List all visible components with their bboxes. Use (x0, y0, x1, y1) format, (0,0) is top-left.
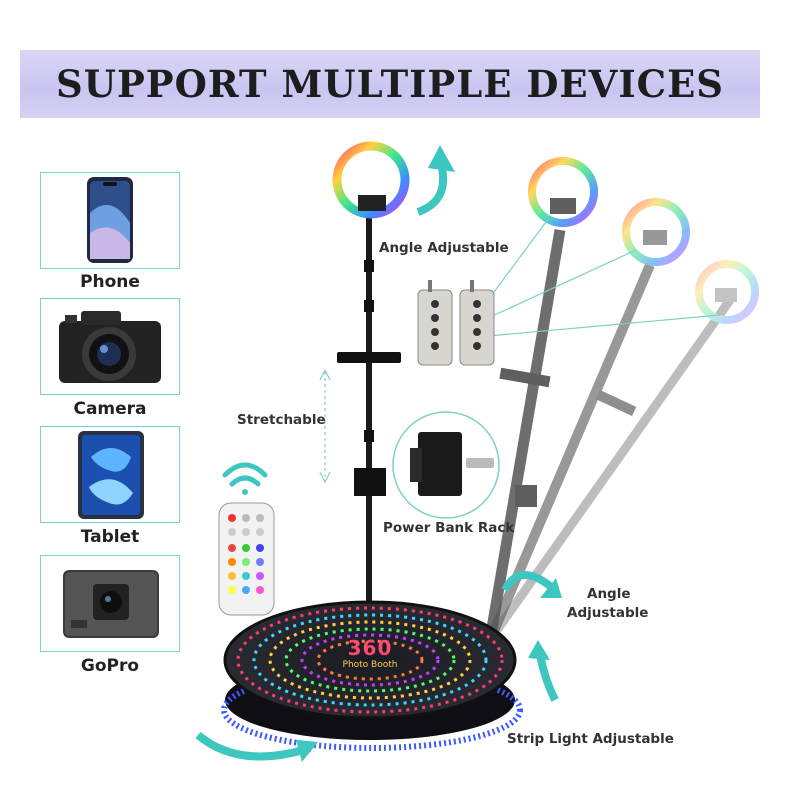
gopro-icon (63, 570, 159, 638)
tablet-card (40, 426, 180, 523)
angle-adjustable-bottom-label-line1: Angle (587, 586, 631, 602)
angle-adjustable-bottom-label-line2: Adjustable (567, 605, 649, 621)
platform-brand-text: Photo Booth (342, 660, 398, 670)
camera-card (40, 298, 180, 395)
strip-light-arrow-icon (536, 654, 559, 702)
banner-title: SUPPORT MULTIPLE DEVICES (55, 62, 725, 106)
rotate-arrow-icon (195, 731, 312, 761)
led-remote-icon (218, 502, 275, 616)
tablet-label: Tablet (80, 527, 140, 547)
gopro-card (40, 555, 180, 652)
camera-icon (59, 311, 161, 383)
title-banner: SUPPORT MULTIPLE DEVICES (20, 50, 760, 118)
tilted-pole-1 (484, 157, 598, 641)
phone-card (40, 172, 180, 269)
angle-adjustable-top-label: Angle Adjustable (379, 240, 509, 256)
strip-light-adjustable-label: Strip Light Adjustable (507, 731, 674, 747)
wifi-signal-icon (222, 462, 268, 495)
stretch-arrow-icon (319, 368, 331, 484)
camera-label: Camera (73, 399, 147, 419)
tilted-pole-3 (486, 260, 759, 643)
top-ring-light (332, 141, 410, 219)
tablet-icon (78, 431, 144, 519)
remote-guide-lines (487, 217, 721, 337)
power-bank-rack-label: Power Bank Rack (383, 520, 515, 536)
phone-icon (87, 177, 133, 263)
gopro-label: GoPro (80, 656, 140, 676)
phone-label: Phone (80, 272, 140, 292)
angle-arrow-bottom-icon (501, 571, 558, 594)
main-pole (337, 210, 401, 620)
power-bank-rack-icon (392, 411, 500, 519)
platform-brand-number: 360 (347, 636, 393, 660)
rotating-platform (221, 600, 523, 751)
stretchable-label: Stretchable (237, 412, 326, 428)
wireless-remote-icon (417, 280, 495, 366)
